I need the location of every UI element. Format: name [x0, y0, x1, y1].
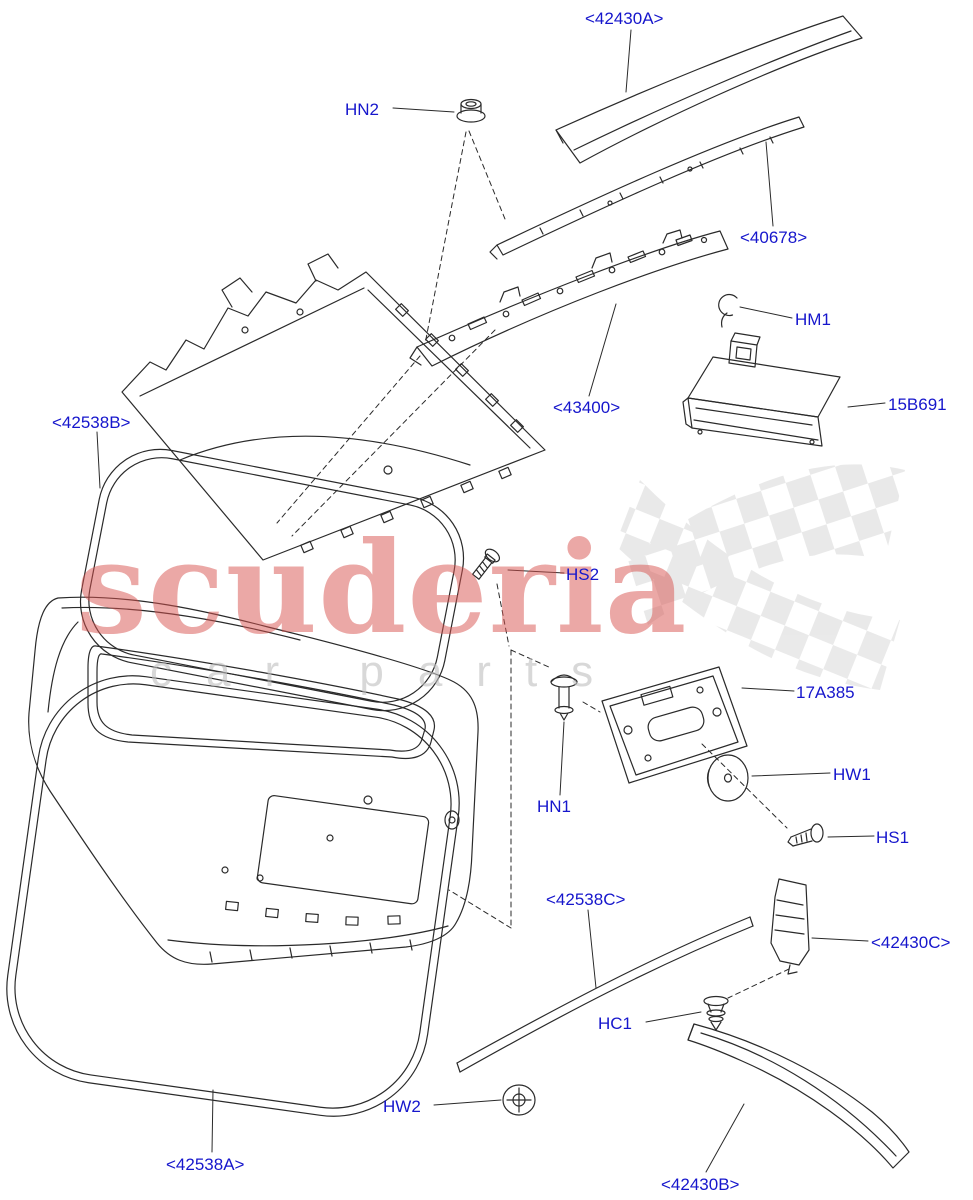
watermark-brand-text: scuderia: [76, 514, 687, 662]
part-label-HN1[interactable]: HN1: [537, 797, 572, 816]
spoiler-panel-drawing: [555, 15, 863, 164]
watermark: scuderia car parts: [76, 464, 905, 696]
hook-clip-drawing: [718, 293, 738, 328]
assembly-dashed-lines: [276, 130, 790, 999]
part-label-42430C[interactable]: <42430C>: [871, 933, 951, 952]
part-label-42430B[interactable]: <42430B>: [661, 1175, 740, 1194]
part-label-42430A[interactable]: <42430A>: [585, 9, 664, 28]
checkered-flag-watermark: [615, 464, 905, 690]
part-label-HS2[interactable]: HS2: [566, 565, 600, 584]
end-bracket-drawing: [770, 878, 810, 975]
part-label-42538B[interactable]: <42538B>: [52, 413, 131, 432]
door-seal-drawing: [6, 675, 460, 1117]
upper-trim-strip-drawing: [489, 116, 805, 260]
part-label-15B691[interactable]: 15B691: [888, 395, 947, 414]
leader-lines: [96, 29, 886, 1173]
part-label-HN2[interactable]: HN2: [345, 100, 380, 119]
push-pin-drawing: [550, 674, 578, 721]
part-label-42538A[interactable]: <42538A>: [166, 1155, 245, 1174]
reinforcement-strip-drawing: [409, 229, 729, 367]
part-label-HW1[interactable]: HW1: [833, 765, 871, 784]
part-label-HS1[interactable]: HS1: [876, 828, 910, 847]
washer-drawing: [706, 754, 749, 802]
lower-moulding-strip-drawing: [456, 916, 754, 1073]
plate-bracket-drawing: [601, 666, 748, 784]
tapping-screw-drawing: [787, 823, 824, 847]
lower-finisher-panel-drawing: [687, 1023, 910, 1169]
part-label-17A385[interactable]: 17A385: [796, 683, 855, 702]
nut-drawing: [456, 98, 486, 123]
part-label-40678[interactable]: <40678>: [740, 228, 808, 247]
watermark-subtitle-text: car parts: [150, 647, 627, 696]
plug-drawing: [502, 1084, 536, 1116]
part-label-HW2[interactable]: HW2: [383, 1097, 421, 1116]
part-label-43400[interactable]: <43400>: [553, 398, 621, 417]
part-label-42538C[interactable]: <42538C>: [546, 890, 626, 909]
parts-artwork: [6, 15, 910, 1173]
inner-panel-drawing: [121, 253, 546, 561]
stud-screw-drawing: [472, 548, 501, 580]
part-label-HM1[interactable]: HM1: [795, 310, 831, 329]
push-clip-drawing: [703, 995, 729, 1031]
plate-lamp-drawing: [682, 332, 841, 447]
part-label-HC1[interactable]: HC1: [598, 1014, 633, 1033]
